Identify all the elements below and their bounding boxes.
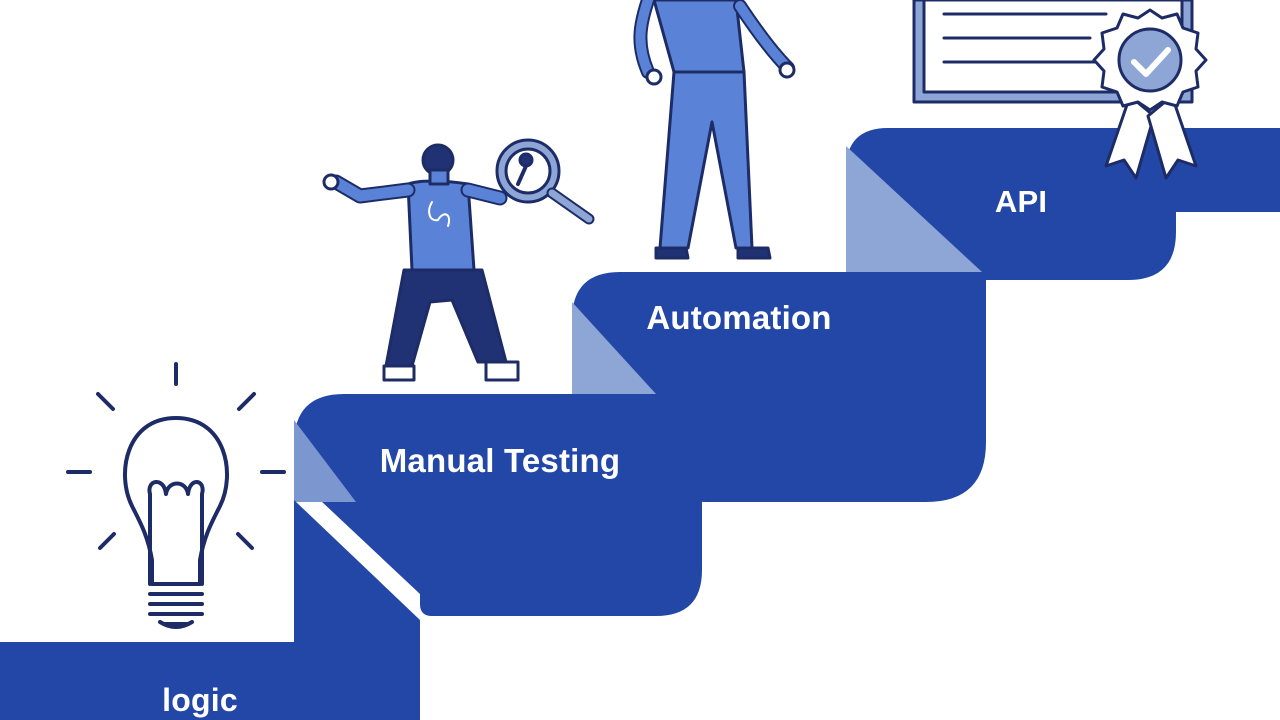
step-logic-shadow [294, 500, 420, 720]
step-automation-fold [572, 302, 656, 394]
step-label-api: API [994, 184, 1048, 219]
person-with-magnifier-icon [322, 138, 595, 382]
step-api-fold [846, 146, 982, 272]
step-manual-band [294, 394, 702, 616]
step-label-logic: logic [162, 682, 238, 718]
step-manual-fold [294, 420, 356, 502]
step-label-automation: Automation [646, 299, 832, 336]
lightbulb-icon [66, 362, 286, 629]
staircase [0, 128, 1280, 720]
certificate-with-badge-icon [912, 0, 1208, 180]
step-label-manual-testing: Manual Testing [379, 442, 621, 479]
walking-person-icon [633, 0, 796, 260]
